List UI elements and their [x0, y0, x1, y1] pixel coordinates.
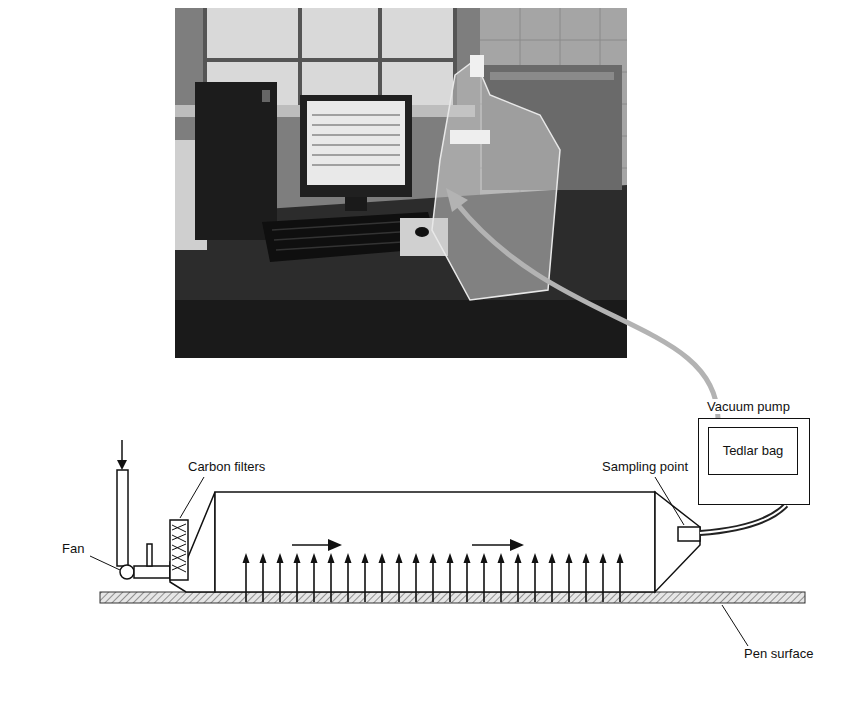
leader-line: [655, 477, 684, 525]
part-label: Carbon filters: [186, 460, 267, 475]
lab-photo: [175, 8, 627, 358]
screen-rows: [312, 115, 400, 165]
mouse: [415, 227, 429, 237]
monitor: [300, 95, 412, 197]
airflow-arrowhead: [510, 539, 524, 551]
desk-front: [175, 300, 627, 358]
leader-line: [722, 605, 748, 646]
sample-tube-bore: [700, 505, 786, 533]
duct-stub: [147, 544, 152, 566]
outlet-cone: [655, 492, 700, 592]
monitor-stand: [345, 197, 367, 211]
monitor-screen: [307, 101, 405, 185]
emission-shafts: [246, 562, 620, 602]
analyzer-panel: [490, 72, 614, 80]
tedlar-bag-photo: [432, 60, 560, 300]
bag-tag: [450, 130, 490, 144]
fan: [120, 565, 134, 579]
inlet-cone: [170, 492, 215, 592]
filter-fill: [172, 524, 186, 570]
carbon-filters: [170, 520, 188, 580]
filter-fill: [172, 525, 186, 572]
emission-heads: [243, 553, 624, 563]
sample-tube: [700, 505, 786, 533]
pump-box: Vacuum pumpTedlar bag: [698, 418, 810, 505]
chamber-body: [215, 492, 655, 592]
bag-box: Tedlar bag: [708, 427, 798, 475]
computer-tower: [195, 82, 277, 240]
part-label: Fan: [60, 542, 86, 557]
tower-button: [262, 90, 270, 102]
transfer-arrow: [458, 205, 718, 418]
airflow-arrow: [472, 544, 512, 546]
intake-pipe: [117, 470, 128, 566]
airflow-arrowhead: [328, 539, 342, 551]
sampling-port: [678, 527, 700, 541]
box-text: Tedlar bag: [723, 444, 784, 459]
pen-surface: [100, 592, 805, 603]
box-heading: Vacuum pump: [705, 399, 792, 414]
fan-duct: [134, 566, 170, 578]
leader-line: [180, 477, 204, 518]
intake-arrow: [121, 440, 123, 462]
airflow-arrow: [292, 544, 330, 546]
transfer-arrowhead: [446, 188, 468, 212]
leader-line: [90, 556, 120, 570]
fan-assembly: [117, 470, 170, 579]
intake-arrowhead: [117, 460, 127, 470]
bag-valve: [470, 55, 484, 77]
part-label: Pen surface: [742, 647, 815, 662]
photo-wall: [175, 8, 627, 358]
part-label: Sampling point: [600, 460, 690, 475]
